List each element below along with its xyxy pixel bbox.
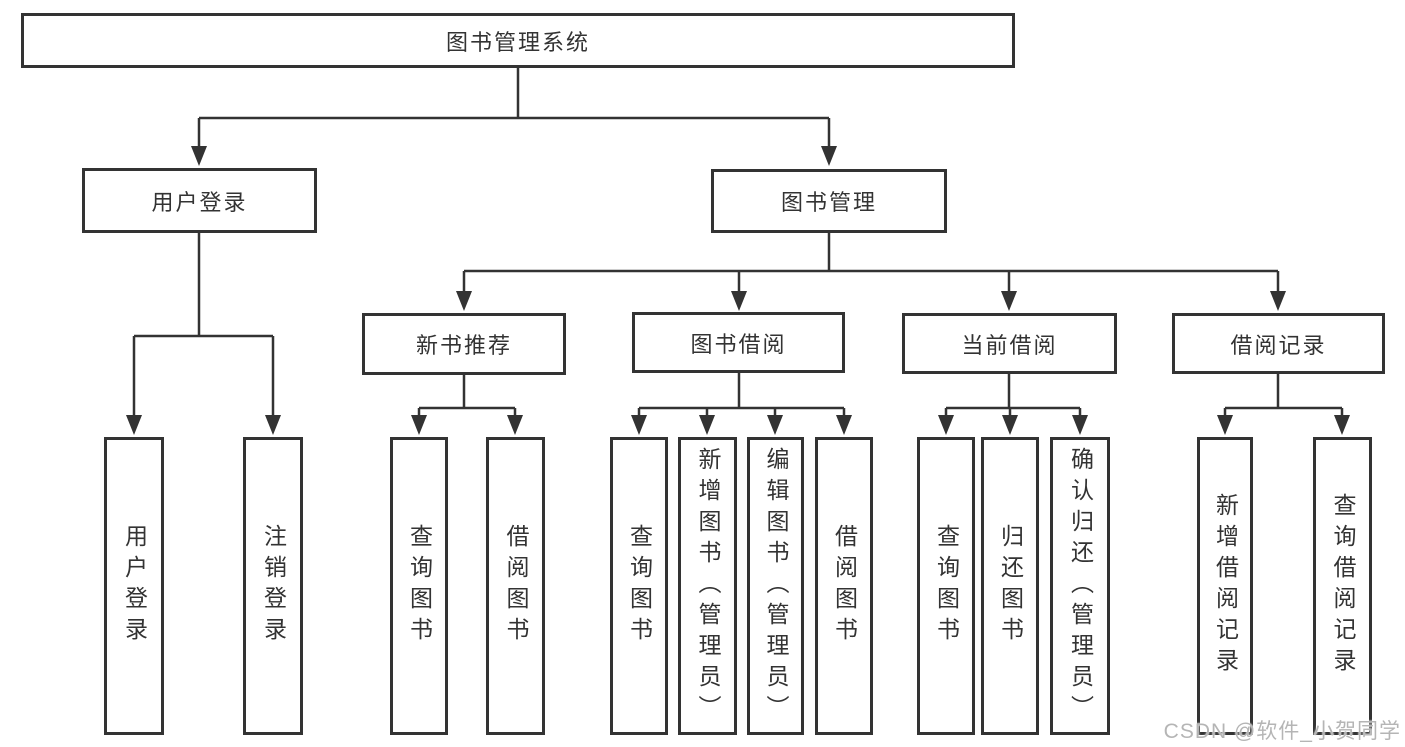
leaf-query-books-3: 查询图书 xyxy=(917,437,975,735)
leaf-logout-label: 注销登录 xyxy=(260,524,287,648)
node-new-book-recommend-label: 新书推荐 xyxy=(415,333,512,358)
leaf-query-books-3-label: 查询图书 xyxy=(933,524,960,648)
leaf-return-books-label: 归还图书 xyxy=(997,524,1024,648)
leaf-add-books-admin-label: 新增图书（管理员） xyxy=(695,446,721,726)
leaf-borrow-books-2: 借阅图书 xyxy=(815,437,873,735)
node-book-borrowing-label: 图书借阅 xyxy=(690,331,787,357)
node-library-system-label: 图书管理系统 xyxy=(445,29,590,55)
leaf-user-login: 用户登录 xyxy=(104,437,164,735)
node-book-management: 图书管理 xyxy=(711,169,947,233)
leaf-query-books-1-label: 查询图书 xyxy=(406,524,433,648)
leaf-query-books-2: 查询图书 xyxy=(610,437,668,735)
leaf-user-login-label: 用户登录 xyxy=(121,524,148,648)
leaf-query-borrow-record: 查询借阅记录 xyxy=(1313,437,1372,735)
leaf-borrow-books-2-label: 借阅图书 xyxy=(831,524,858,648)
leaf-confirm-return-admin: 确认归还（管理员） xyxy=(1050,437,1110,735)
node-current-borrowing: 当前借阅 xyxy=(902,313,1117,374)
leaf-query-borrow-record-label: 查询借阅记录 xyxy=(1330,493,1356,679)
leaf-confirm-return-admin-label: 确认归还（管理员） xyxy=(1067,446,1094,726)
arrowheads xyxy=(126,146,1350,435)
node-new-book-recommend: 新书推荐 xyxy=(362,313,566,375)
leaf-query-books-1: 查询图书 xyxy=(390,437,448,735)
node-book-management-label: 图书管理 xyxy=(780,190,877,215)
leaf-edit-books-admin-label: 编辑图书（管理员） xyxy=(763,446,789,726)
node-borrowing-records: 借阅记录 xyxy=(1172,313,1385,374)
leaf-add-borrow-record: 新增借阅记录 xyxy=(1197,437,1253,735)
node-current-borrowing-label: 当前借阅 xyxy=(961,332,1058,358)
leaf-edit-books-admin: 编辑图书（管理员） xyxy=(747,437,804,735)
leaf-borrow-books-1-label: 借阅图书 xyxy=(503,524,529,648)
leaf-return-books: 归还图书 xyxy=(981,437,1039,735)
node-borrowing-records-label: 借阅记录 xyxy=(1230,332,1327,358)
node-user-login-label: 用户登录 xyxy=(151,189,248,215)
leaf-query-books-2-label: 查询图书 xyxy=(626,524,653,648)
leaf-add-books-admin: 新增图书（管理员） xyxy=(678,437,737,735)
leaf-add-borrow-record-label: 新增借阅记录 xyxy=(1212,493,1239,679)
node-book-borrowing: 图书借阅 xyxy=(632,312,845,373)
leaf-borrow-books-1: 借阅图书 xyxy=(486,437,545,735)
node-library-system: 图书管理系统 xyxy=(21,13,1015,68)
node-user-login: 用户登录 xyxy=(82,168,317,233)
leaf-logout: 注销登录 xyxy=(243,437,303,735)
